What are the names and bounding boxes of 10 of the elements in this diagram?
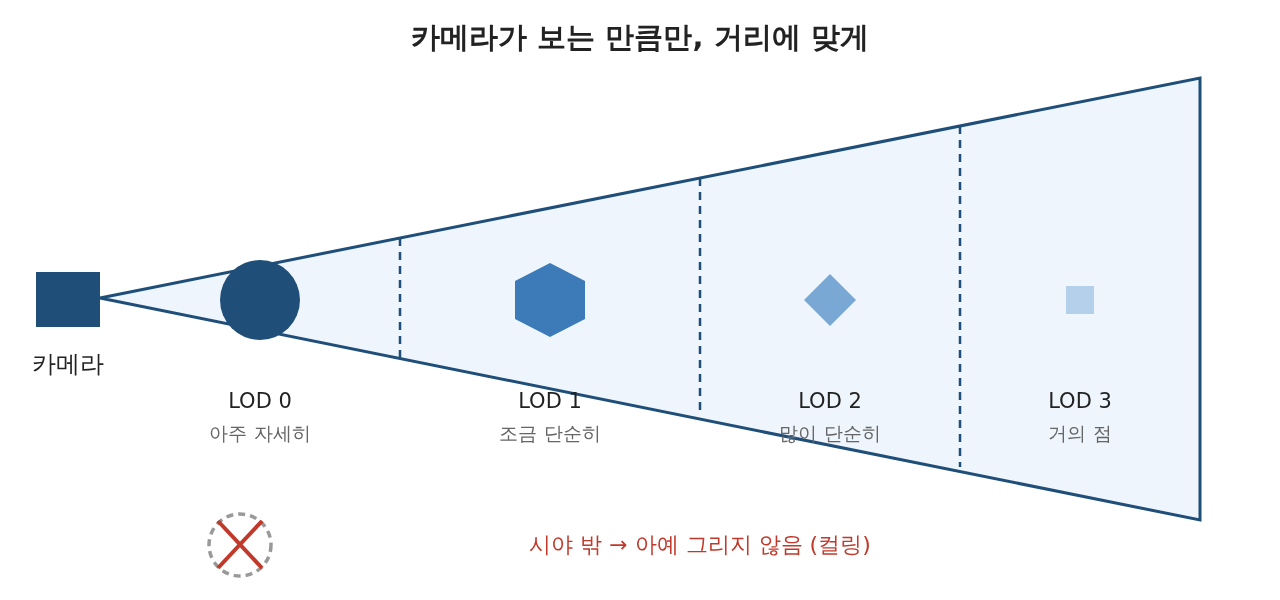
camera-label: 카메라 bbox=[31, 349, 105, 379]
culling-note: 시야 밖 → 아예 그리지 않음 (컬링) bbox=[528, 531, 872, 559]
lod-description: 아주 자세히 bbox=[208, 421, 312, 446]
lod-label: LOD 0 bbox=[227, 388, 293, 414]
lod-label: LOD 1 bbox=[517, 388, 583, 414]
title: 카메라가 보는 만큼만, 거리에 맞게 bbox=[410, 19, 870, 56]
lod-label: LOD 2 bbox=[797, 388, 863, 414]
lod-description: 조금 단순히 bbox=[498, 421, 602, 446]
lod-label: LOD 3 bbox=[1047, 388, 1113, 414]
lod-description: 거의 점 bbox=[1047, 421, 1113, 446]
